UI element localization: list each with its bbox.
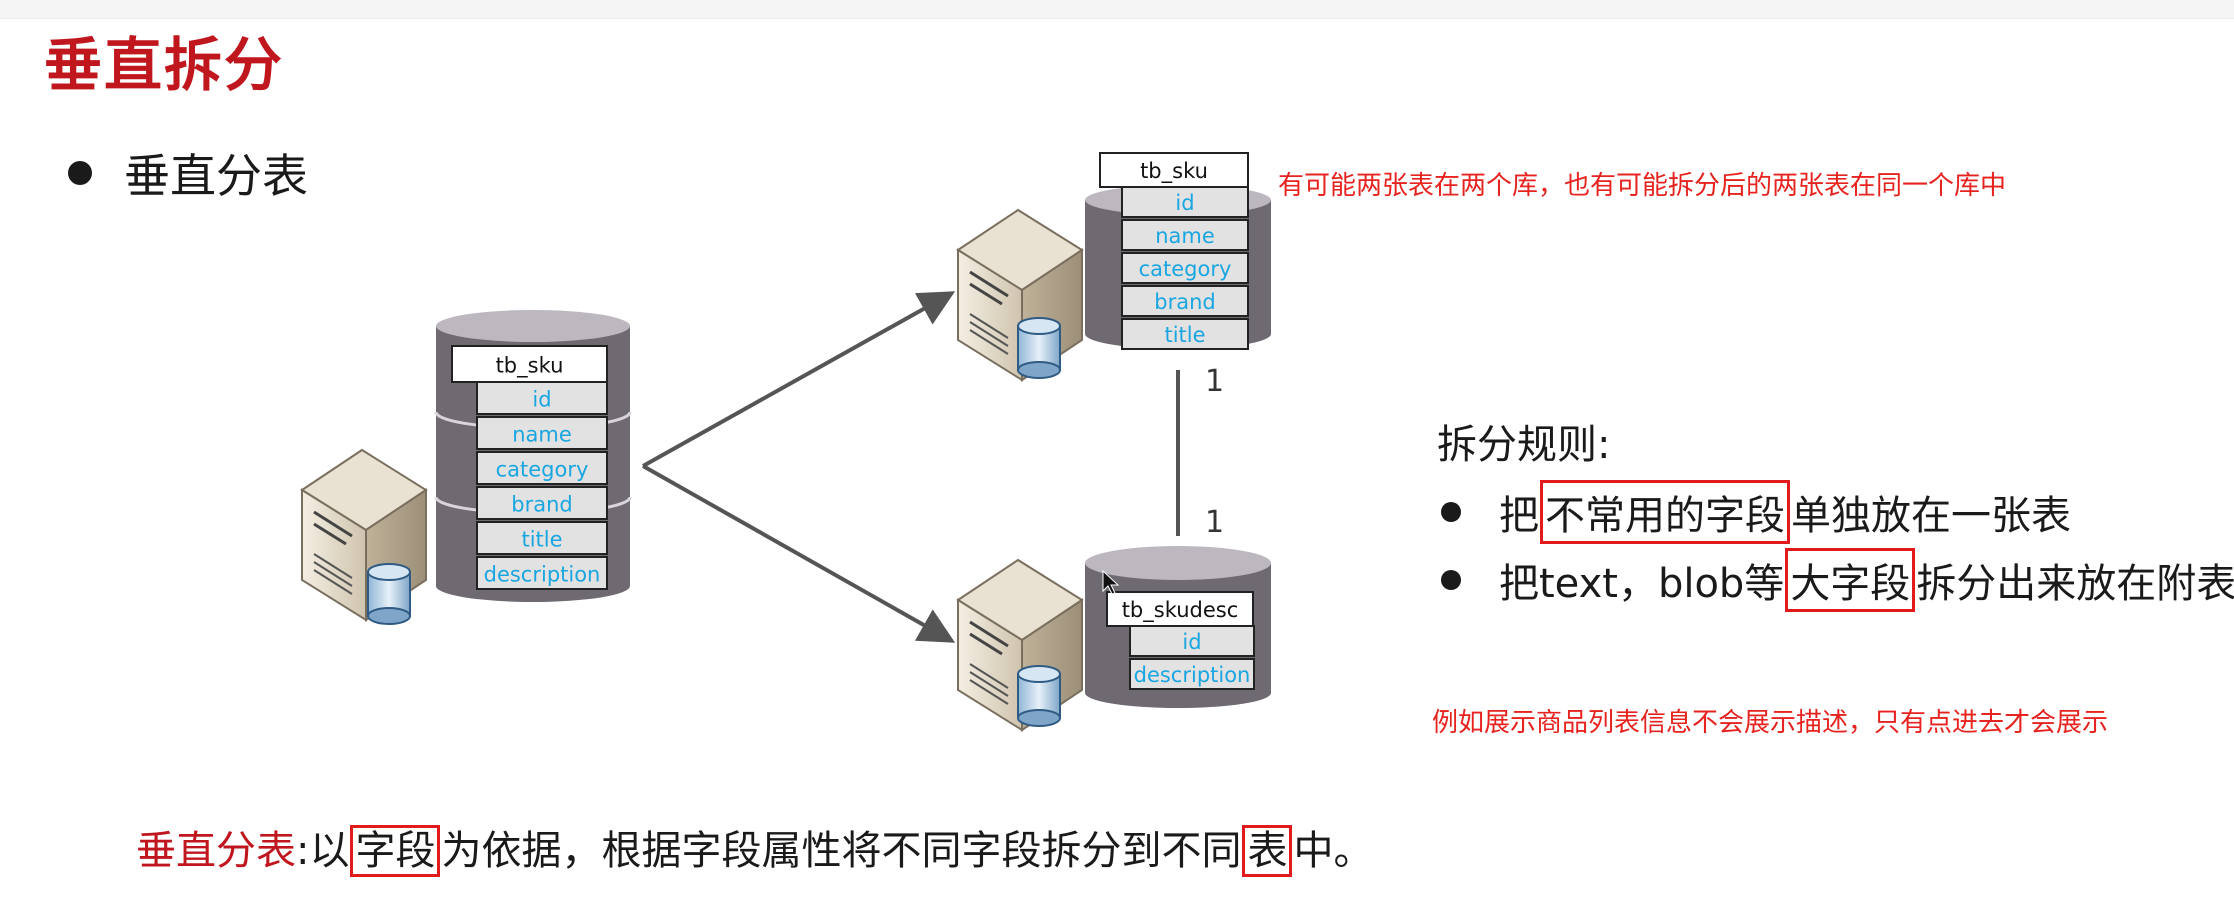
table-name: tb_sku — [496, 354, 564, 379]
rule-1-pre: 把 — [1499, 493, 1539, 539]
server-bottom-icon — [956, 558, 1084, 732]
rule-2-highlight: 大字段 — [1785, 548, 1916, 612]
table-field-3: brand — [1154, 290, 1215, 314]
table-field-0: id — [1175, 191, 1194, 215]
definition-highlight-table: 表 — [1242, 825, 1293, 877]
relation-bottom-cardinality: 1 — [1205, 505, 1224, 540]
table-field-row — [1129, 625, 1255, 657]
table-field-row — [476, 486, 608, 520]
mouse-cursor-icon — [1102, 569, 1120, 595]
definition-part-1: 以 — [309, 828, 350, 874]
main-bullet: 垂直分表 — [68, 140, 308, 206]
main-bullet-text: 垂直分表 — [124, 149, 308, 203]
table-field-row — [1121, 252, 1249, 284]
table-field-4: title — [521, 527, 562, 551]
storage-note: 有可能两张表在两个库，也有可能拆分后的两张表在同一个库中 — [1278, 171, 2007, 201]
definition-part-2: 为依据，根据字段属性将不同字段拆分到不同 — [441, 828, 1242, 874]
rule-2-pre: 把text，blob等 — [1499, 561, 1785, 607]
table-field-row — [1121, 285, 1249, 317]
arrow-to-top — [642, 291, 956, 468]
table-field-1: description — [1134, 663, 1251, 687]
table-field-row — [1121, 219, 1249, 251]
table-header-box — [1099, 152, 1249, 188]
table-field-row — [476, 521, 608, 555]
table-name: tb_skudesc — [1122, 598, 1239, 623]
bullet-dot-icon — [1441, 570, 1461, 590]
server-top-icon — [956, 208, 1084, 382]
server-left-icon — [300, 448, 428, 625]
example-note: 例如展示商品列表信息不会展示描述，只有点进去才会展示 — [1432, 708, 2109, 738]
table-header-box — [1106, 591, 1254, 627]
rule-item-1: 把不常用的字段单独放在一张表 — [1441, 480, 2071, 544]
bullet-dot-icon — [68, 161, 92, 185]
page-title: 垂直拆分 — [44, 31, 285, 99]
table-field-0: id — [1182, 630, 1201, 654]
definition-part-3: 中。 — [1293, 828, 1374, 874]
table-field-row — [476, 381, 608, 415]
definition-highlight-field: 字段 — [350, 825, 441, 877]
arrow-to-bottom — [642, 464, 956, 643]
table-field-2: category — [1139, 257, 1232, 281]
top-bar — [0, 0, 2234, 19]
table-field-row — [1121, 318, 1249, 350]
rule-item-2: 把text，blob等大字段拆分出来放在附表中 — [1441, 548, 2234, 612]
rule-1-highlight: 不常用的字段 — [1540, 480, 1790, 544]
table-name: tb_sku — [1140, 159, 1208, 184]
table-field-row — [476, 556, 608, 590]
table-field-5: description — [484, 562, 601, 586]
table-header-box — [451, 345, 608, 383]
table-field-4: title — [1164, 323, 1205, 347]
table-field-row — [476, 451, 608, 485]
table-field-row — [476, 416, 608, 450]
definition-label: 垂直分表 — [136, 828, 296, 874]
rules-title: 拆分规则: — [1437, 422, 1611, 468]
rule-1-post: 单独放在一张表 — [1791, 493, 2071, 539]
table-field-row — [1121, 186, 1249, 218]
bullet-dot-icon — [1441, 502, 1461, 522]
table-field-1: name — [1155, 224, 1215, 248]
table-field-3: brand — [511, 492, 572, 516]
definition-colon: : — [296, 828, 310, 874]
table-field-0: id — [532, 387, 551, 411]
table-field-row — [1129, 658, 1255, 690]
relation-top-cardinality: 1 — [1205, 364, 1224, 399]
definition-line: 垂直分表:以字段为依据，根据字段属性将不同字段拆分到不同表中。 — [136, 818, 1374, 877]
table-field-2: category — [496, 457, 589, 481]
table-field-1: name — [512, 422, 572, 446]
rule-2-post: 拆分出来放在附表中 — [1916, 561, 2234, 607]
